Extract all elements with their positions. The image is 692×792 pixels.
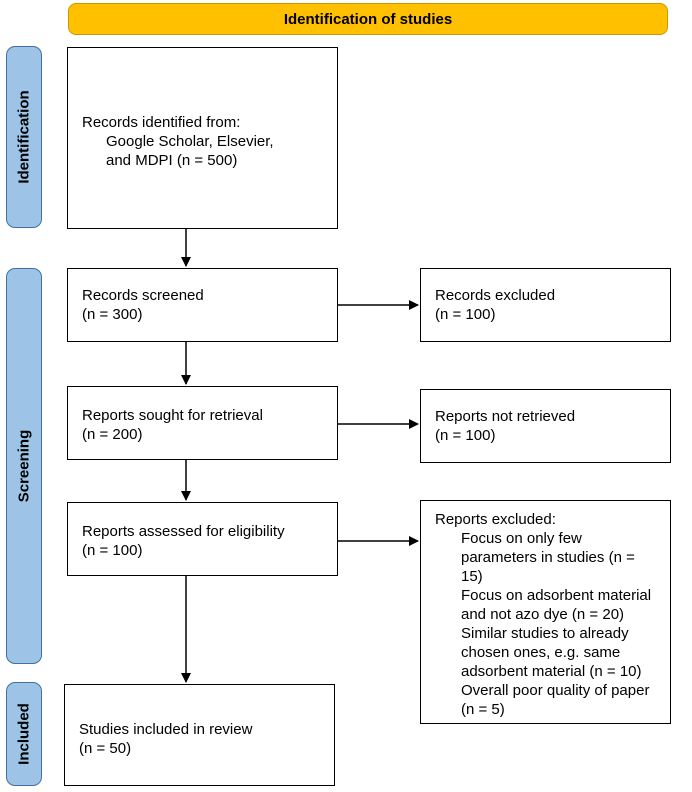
reports-not-retrieved-box: Reports not retrieved (n = 100) xyxy=(420,389,671,463)
reason-line: parameters in studies (n = xyxy=(461,549,635,566)
reason-line: Overall poor quality of paper xyxy=(461,682,650,699)
reports-sought-box: Reports sought for retrieval (n = 200) xyxy=(67,386,338,460)
reason-line: Focus on only few xyxy=(461,530,582,547)
reports-assessed-box: Reports assessed for eligibility (n = 10… xyxy=(67,502,338,576)
stage-included: Included xyxy=(6,682,42,786)
reason-line: Similar studies to already xyxy=(461,625,629,642)
reports-excluded-box: Reports excluded: Focus on only few para… xyxy=(420,500,671,724)
records-excluded-line2: (n = 100) xyxy=(435,306,496,323)
records-screened-line1: Records screened xyxy=(82,287,204,304)
stage-identification: Identification xyxy=(6,46,42,228)
reports-excluded-title: Reports excluded: xyxy=(435,511,556,528)
reason-line: and not azo dye (n = 20) xyxy=(461,606,625,623)
reports-sought-line2: (n = 200) xyxy=(82,426,143,443)
reason-line: 15) xyxy=(461,568,483,585)
reports-assessed-line2: (n = 100) xyxy=(82,542,143,559)
records-identified-line2: Google Scholar, Elsevier, xyxy=(106,133,274,150)
reports-not-retrieved-line2: (n = 100) xyxy=(435,427,496,444)
records-excluded-line1: Records excluded xyxy=(435,287,556,304)
records-identified-line1: Records identified from: xyxy=(82,114,241,131)
records-screened-box: Records screened (n = 300) xyxy=(67,268,338,342)
records-identified-line3: and MDPI (n = 500) xyxy=(106,152,238,169)
reason-line: Focus on adsorbent material xyxy=(461,587,652,604)
reason-line: chosen ones, e.g. same xyxy=(461,644,621,661)
header-banner: Identification of studies xyxy=(68,3,668,35)
stage-screening: Screening xyxy=(6,268,42,664)
studies-included-box: Studies included in review (n = 50) xyxy=(64,684,335,786)
reports-not-retrieved-line1: Reports not retrieved xyxy=(435,408,576,425)
records-excluded-box: Records excluded (n = 100) xyxy=(420,268,671,342)
reason-line: (n = 5) xyxy=(461,701,505,718)
reason-line: adsorbent material (n = 10) xyxy=(461,663,642,680)
header-title: Identification of studies xyxy=(283,10,453,28)
records-identified-box: Records identified from: Google Scholar,… xyxy=(67,47,338,229)
studies-included-line2: (n = 50) xyxy=(79,740,132,757)
records-screened-line2: (n = 300) xyxy=(82,306,143,323)
reports-sought-line1: Reports sought for retrieval xyxy=(82,407,263,424)
reports-assessed-line1: Reports assessed for eligibility xyxy=(82,523,285,540)
studies-included-line1: Studies included in review xyxy=(79,721,253,738)
